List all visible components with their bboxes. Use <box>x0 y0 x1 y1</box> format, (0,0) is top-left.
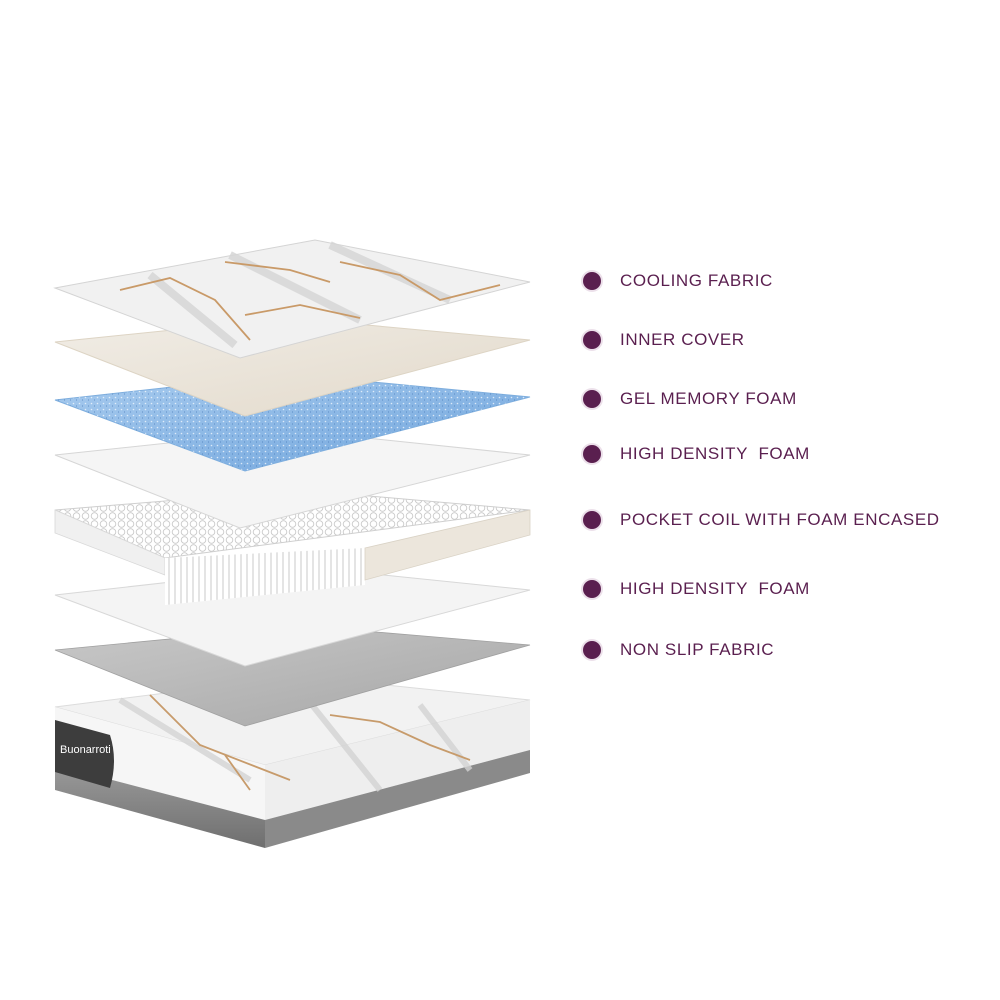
layer-pocket-coil <box>54 489 531 605</box>
legend-item-high-density-foam-bottom: HIGH DENSITY FOAM <box>583 577 810 601</box>
bullet-icon <box>583 272 601 290</box>
legend-label: COOLING FABRIC <box>620 271 773 290</box>
legend-label: POCKET COIL WITH FOAM ENCASED <box>620 510 940 529</box>
legend-label: INNER COVER <box>620 330 745 349</box>
brand-label: Buonarroti <box>60 744 111 756</box>
legend-label: HIGH DENSITY FOAM <box>620 444 810 463</box>
legend-label: HIGH DENSITY FOAM <box>620 579 810 598</box>
mattress-layers-illustration: Buonarroti <box>53 239 531 848</box>
legend-item-inner-cover: INNER COVER <box>583 328 745 352</box>
layer-legend: COOLING FABRIC INNER COVER GEL MEMORY FO… <box>583 0 993 1000</box>
legend-label: NON SLIP FABRIC <box>620 640 775 659</box>
bullet-icon <box>583 641 601 659</box>
legend-item-non-slip-fabric: NON SLIP FABRIC <box>583 638 774 662</box>
legend-label: GEL MEMORY FOAM <box>620 389 797 408</box>
bullet-icon <box>583 390 601 408</box>
bullet-icon <box>583 331 601 349</box>
legend-item-gel-memory-foam: GEL MEMORY FOAM <box>583 387 797 411</box>
layer-cooling-fabric <box>53 239 531 359</box>
legend-item-high-density-foam-top: HIGH DENSITY FOAM <box>583 442 810 466</box>
legend-item-pocket-coil: POCKET COIL WITH FOAM ENCASED <box>583 508 940 532</box>
bullet-icon <box>583 580 601 598</box>
mattress-base: Buonarroti <box>54 675 531 848</box>
bullet-icon <box>583 511 601 529</box>
bullet-icon <box>583 445 601 463</box>
legend-item-cooling-fabric: COOLING FABRIC <box>583 269 773 293</box>
